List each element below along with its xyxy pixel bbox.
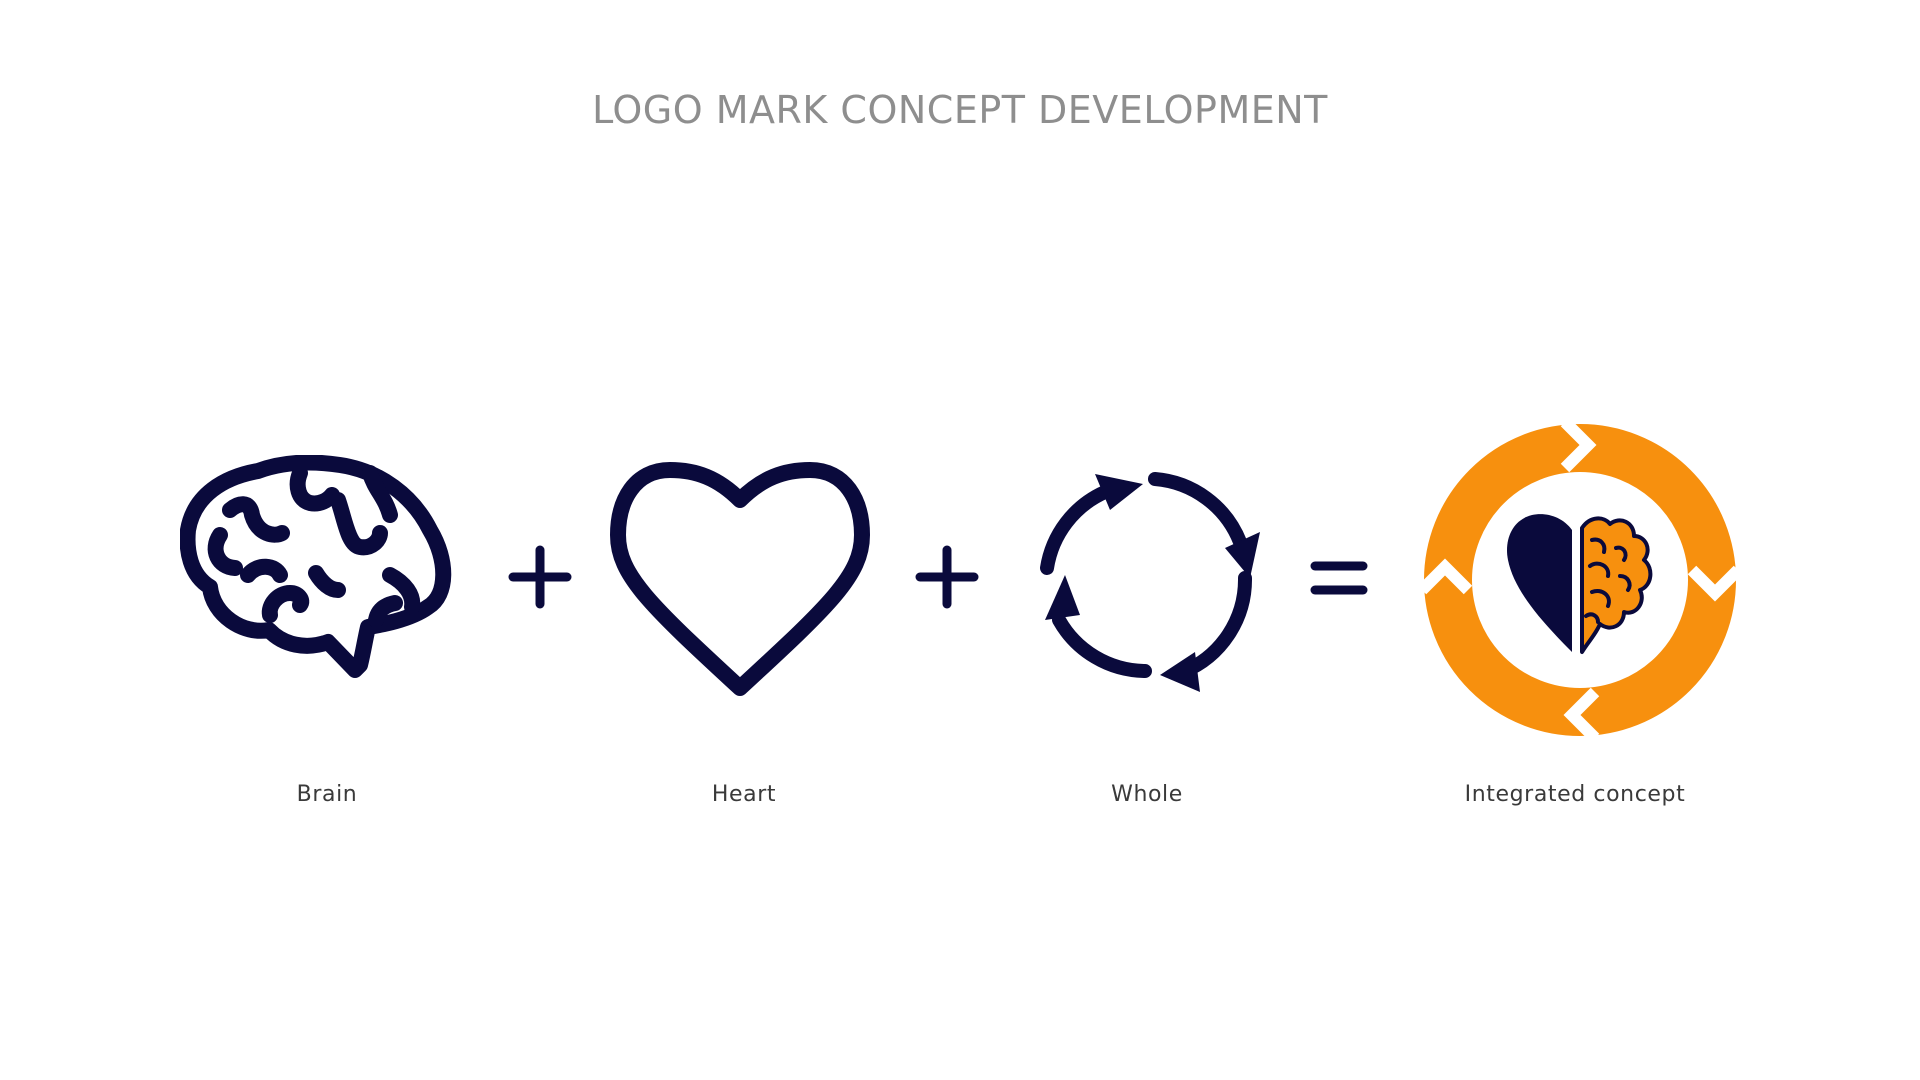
page-title: LOGO MARK CONCEPT DEVELOPMENT — [592, 88, 1328, 132]
concept-label-whole: Whole — [1111, 782, 1183, 807]
integrated-logo-icon — [1420, 420, 1740, 740]
heart-icon — [610, 462, 870, 696]
cycle-arrows-icon — [1040, 472, 1260, 692]
brain-icon — [180, 455, 452, 678]
concept-label-brain: Brain — [296, 782, 358, 807]
plus-icon — [915, 545, 979, 609]
concept-label-integrated: Integrated concept — [1464, 782, 1686, 807]
plus-icon — [508, 545, 572, 609]
equals-icon — [1310, 561, 1368, 595]
concept-label-heart: Heart — [711, 782, 777, 807]
